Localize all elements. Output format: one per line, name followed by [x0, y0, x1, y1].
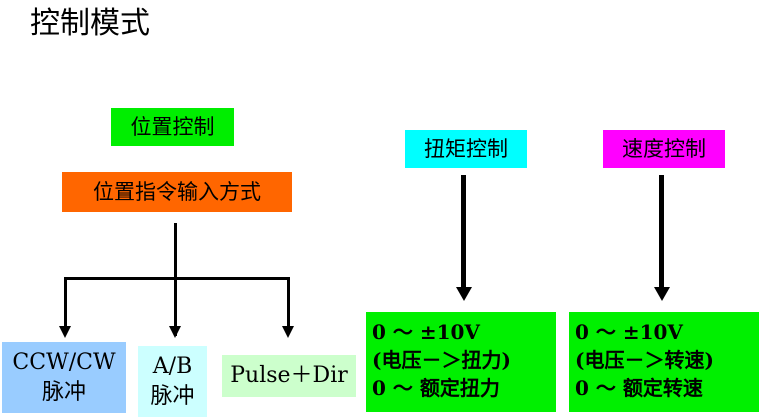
connector-left — [64, 277, 67, 327]
arrow-down-icon — [169, 326, 181, 338]
arrow-down-icon — [654, 287, 670, 301]
arrow-down-icon — [282, 326, 294, 338]
mode-pulse-dir: Pulse＋Dir — [222, 355, 356, 397]
torque-control-text: 扭矩控制 — [424, 137, 508, 161]
detail-line: (电压－＞转速) — [575, 348, 714, 372]
detail-line: 0 ～ ±10V — [372, 320, 480, 344]
position-command-input-label: 位置指令输入方式 — [62, 172, 292, 212]
position-control-label: 位置控制 — [111, 108, 234, 146]
detail-line: (电压－＞扭力) — [372, 348, 511, 372]
speed-control-text: 速度控制 — [622, 137, 706, 161]
mode-line1: Pulse＋Dir — [230, 363, 348, 388]
mode-line2: 脉冲 — [41, 379, 86, 405]
torque-control-details: 0 ～ ±10V (电压－＞扭力) 0 ～ 额定扭力 — [366, 312, 556, 412]
arrow-down-icon — [59, 326, 71, 338]
detail-line: 0 ～ 额定扭力 — [372, 376, 500, 400]
connector-right — [287, 277, 290, 327]
torque-control-label: 扭矩控制 — [405, 130, 527, 168]
torque-arrow-shaft — [461, 175, 466, 289]
detail-line: 0 ～ 额定转速 — [575, 376, 703, 400]
mode-line1: CCW/CW — [12, 349, 116, 375]
position-control-text: 位置控制 — [130, 115, 215, 139]
speed-control-label: 速度控制 — [603, 130, 725, 168]
mode-ccw-cw-pulse: CCW/CW 脉冲 — [2, 342, 126, 413]
speed-arrow-shaft — [659, 175, 664, 289]
detail-line: 0 ～ ±10V — [575, 320, 683, 344]
connector-horizontal — [64, 277, 290, 280]
page-title: 控制模式 — [30, 6, 150, 41]
mode-line2: 脉冲 — [150, 383, 195, 409]
position-command-input-text: 位置指令输入方式 — [93, 180, 261, 204]
arrow-down-icon — [456, 287, 472, 301]
mode-ab-pulse: A/B 脉冲 — [138, 346, 207, 417]
mode-line1: A/B — [152, 353, 193, 379]
speed-control-details: 0 ～ ±10V (电压－＞转速) 0 ～ 额定转速 — [569, 312, 759, 412]
